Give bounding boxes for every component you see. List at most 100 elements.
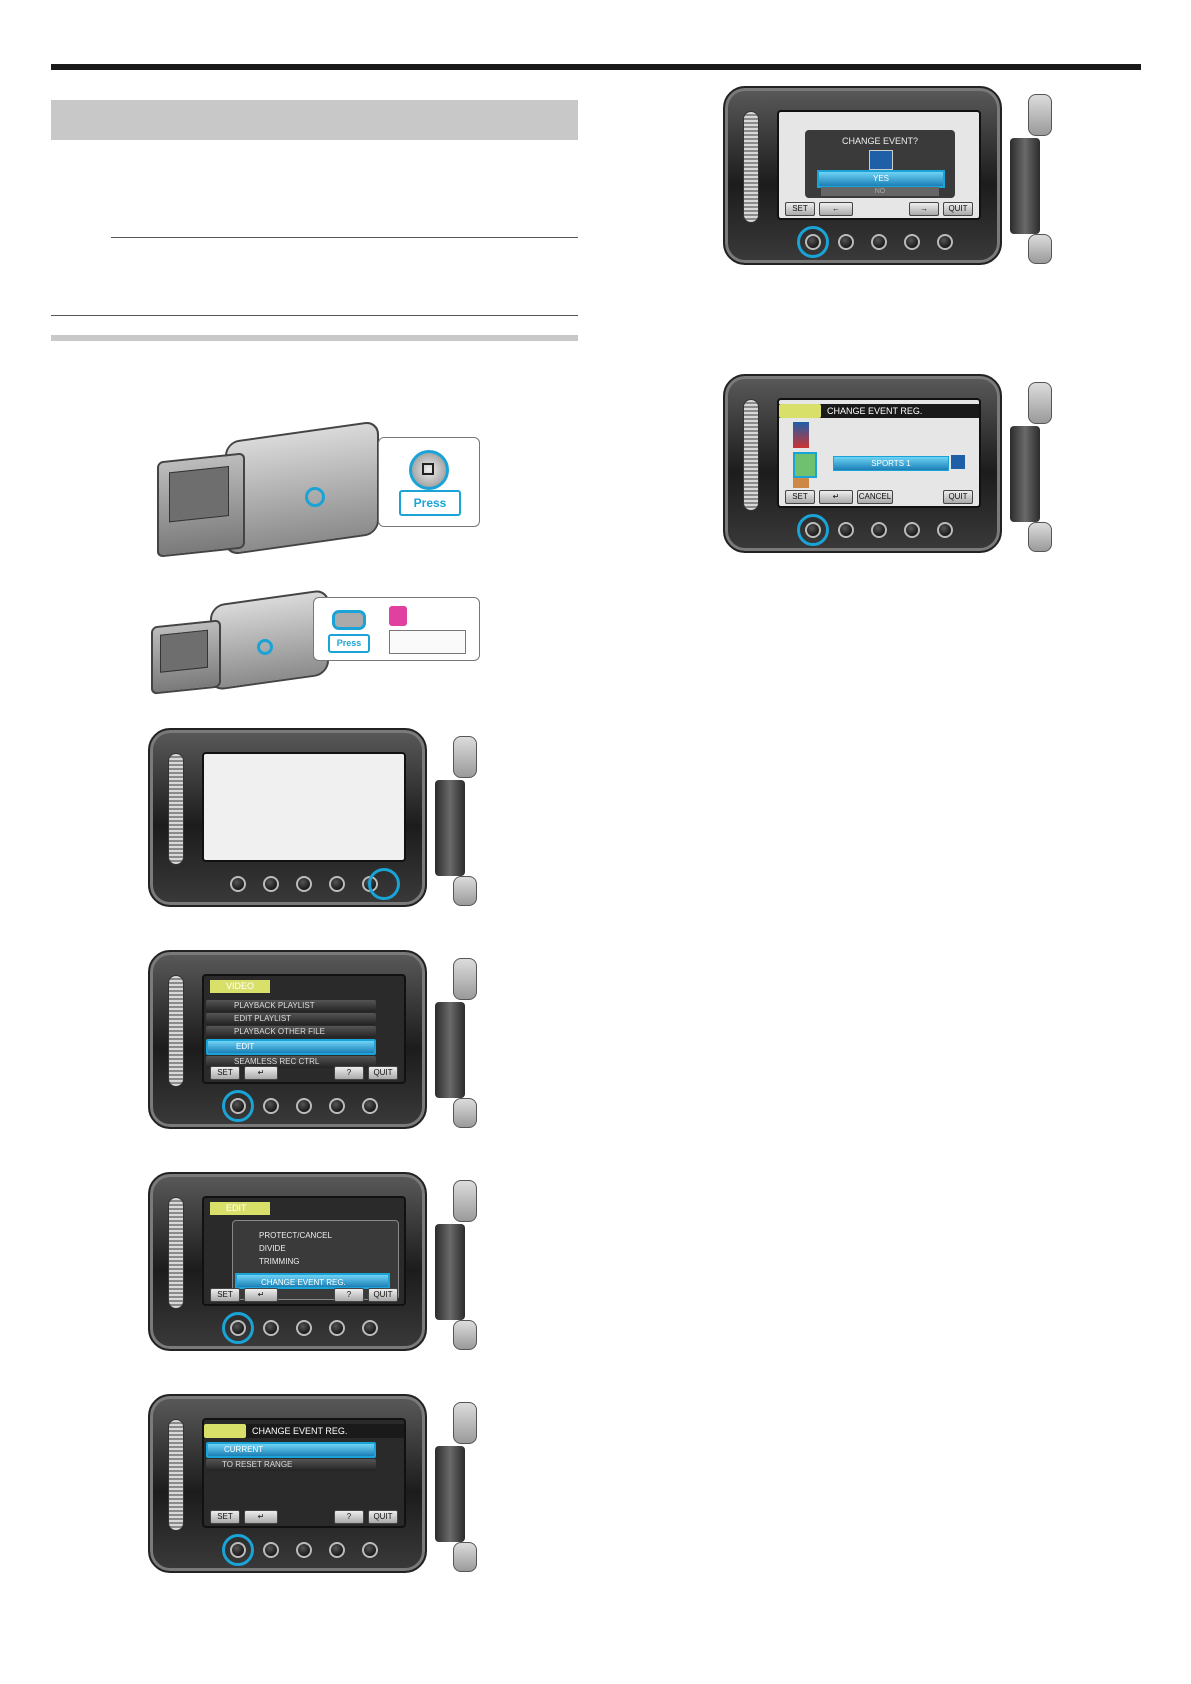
hw-button-3[interactable] xyxy=(296,1098,312,1114)
menu-item-selected[interactable]: EDIT xyxy=(206,1039,376,1055)
lcd-screen: EDIT PROTECT/CANCEL DIVIDE TRIMMING CHAN… xyxy=(202,1196,406,1306)
ok-button[interactable] xyxy=(230,876,246,892)
no-option[interactable]: NO xyxy=(821,187,939,196)
lcd-menu-button xyxy=(148,728,478,908)
hw-button-3[interactable] xyxy=(296,1542,312,1558)
event-icon xyxy=(869,150,893,170)
menu-button[interactable] xyxy=(362,1542,378,1558)
softkey[interactable]: ? xyxy=(334,1510,364,1524)
softkey[interactable]: SET xyxy=(785,202,815,216)
current-event-icon xyxy=(951,455,965,469)
hw-button-2[interactable] xyxy=(263,1320,279,1336)
menu-button[interactable] xyxy=(362,1320,378,1336)
menu-item[interactable]: TO RESET RANGE xyxy=(206,1459,376,1471)
softkey[interactable]: ↵ xyxy=(244,1510,278,1524)
lcd-change-event-menu: CHANGE EVENT REG. CURRENT TO RESET RANGE… xyxy=(148,1394,478,1574)
hw-button-4[interactable] xyxy=(329,876,345,892)
menu-button[interactable] xyxy=(937,522,953,538)
menu-item[interactable]: PLAYBACK OTHER FILE xyxy=(206,1026,376,1038)
callout-box: Press xyxy=(378,437,480,527)
mode-indicator xyxy=(389,630,466,654)
softkey[interactable]: SET xyxy=(210,1288,240,1302)
menu-button[interactable] xyxy=(937,234,953,250)
softkey[interactable]: QUIT xyxy=(368,1288,398,1302)
camcorder-lcd xyxy=(151,619,221,695)
slider-wheel xyxy=(168,975,184,1087)
screen-header: CHANGE EVENT REG. xyxy=(779,404,979,418)
softkey[interactable]: QUIT xyxy=(368,1066,398,1080)
softkey[interactable]: ← xyxy=(819,202,853,216)
sports-event-icon[interactable] xyxy=(793,452,817,478)
hw-button-4[interactable] xyxy=(329,1098,345,1114)
softkey-row: SET ↵ ? QUIT xyxy=(210,1510,398,1524)
slider-wheel xyxy=(743,399,759,511)
softkey-row: SET ← → QUIT xyxy=(785,202,973,216)
menu-item[interactable]: PROTECT/CANCEL xyxy=(259,1231,332,1240)
menu-item[interactable]: EDIT PLAYLIST xyxy=(206,1013,376,1025)
mode-switch-icon xyxy=(332,610,366,630)
dialog-panel: CHANGE EVENT? YES NO xyxy=(805,130,955,198)
hw-button-4[interactable] xyxy=(904,522,920,538)
hw-button-2[interactable] xyxy=(838,234,854,250)
softkey[interactable]: ↵ xyxy=(244,1066,278,1080)
screen-title: CHANGE EVENT REG. xyxy=(252,1426,348,1436)
menu-item-selected[interactable]: CURRENT xyxy=(206,1442,376,1458)
subsection-bar xyxy=(51,335,578,341)
softkey[interactable]: ↵ xyxy=(819,490,853,504)
hw-button-3[interactable] xyxy=(296,876,312,892)
softkey[interactable]: ? xyxy=(334,1066,364,1080)
press-label: Press xyxy=(328,634,370,653)
softkey[interactable]: ↵ xyxy=(244,1288,278,1302)
note-rule xyxy=(111,237,578,238)
hw-button-3[interactable] xyxy=(296,1320,312,1336)
video-mode-icon xyxy=(389,606,407,626)
camcorder-lcd xyxy=(157,452,245,558)
hw-button-2[interactable] xyxy=(838,522,854,538)
lcd-screen: VIDEO PLAYBACK PLAYLIST EDIT PLAYLIST PL… xyxy=(202,974,406,1084)
event-icon-below xyxy=(793,478,809,488)
camcorder-body xyxy=(225,420,379,556)
menu-item[interactable]: PLAYBACK PLAYLIST xyxy=(206,1000,376,1012)
slider-wheel xyxy=(168,1419,184,1531)
ok-highlight-ring xyxy=(222,1312,254,1344)
ok-highlight-ring xyxy=(797,226,829,258)
softkey[interactable]: → xyxy=(909,202,939,216)
softkey[interactable]: ? xyxy=(334,1288,364,1302)
menu-list: CURRENT TO RESET RANGE xyxy=(206,1442,376,1472)
press-label: Press xyxy=(399,490,461,516)
menu-item[interactable]: SEAMLESS REC CTRL xyxy=(206,1056,376,1068)
menu-item[interactable]: DIVIDE xyxy=(259,1244,286,1253)
hw-button-4[interactable] xyxy=(329,1542,345,1558)
hw-button-4[interactable] xyxy=(329,1320,345,1336)
slider-wheel xyxy=(168,1197,184,1309)
softkey[interactable]: QUIT xyxy=(943,490,973,504)
illustration-playback-button: Press xyxy=(145,420,485,560)
softkey[interactable]: QUIT xyxy=(943,202,973,216)
menu-item[interactable]: TRIMMING xyxy=(259,1257,300,1266)
hw-button-4[interactable] xyxy=(904,234,920,250)
button-highlight xyxy=(305,487,325,507)
hw-button-2[interactable] xyxy=(263,1098,279,1114)
menu-highlight-ring xyxy=(368,868,400,900)
illustration-mode-button: Press xyxy=(145,588,485,695)
submenu-panel: PROTECT/CANCEL DIVIDE TRIMMING CHANGE EV… xyxy=(232,1220,399,1300)
softkey[interactable]: SET xyxy=(785,490,815,504)
ok-highlight-ring xyxy=(222,1534,254,1566)
lcd-video-menu: VIDEO PLAYBACK PLAYLIST EDIT PLAYLIST PL… xyxy=(148,950,478,1130)
dialog-prompt: CHANGE EVENT? xyxy=(841,136,919,146)
hw-button-2[interactable] xyxy=(263,876,279,892)
section-rule xyxy=(51,315,578,316)
yes-option[interactable]: YES xyxy=(817,170,945,188)
hw-button-3[interactable] xyxy=(871,522,887,538)
hw-button-2[interactable] xyxy=(263,1542,279,1558)
event-name: SPORTS 1 xyxy=(833,456,949,471)
menu-item-selected[interactable]: CHANGE EVENT REG. xyxy=(235,1273,390,1289)
softkey[interactable]: CANCEL xyxy=(857,490,893,504)
softkey[interactable]: QUIT xyxy=(368,1510,398,1524)
hw-button-3[interactable] xyxy=(871,234,887,250)
slider-wheel xyxy=(168,753,184,865)
playback-icon xyxy=(409,450,449,490)
softkey[interactable]: SET xyxy=(210,1066,240,1080)
softkey[interactable]: SET xyxy=(210,1510,240,1524)
menu-button[interactable] xyxy=(362,1098,378,1114)
